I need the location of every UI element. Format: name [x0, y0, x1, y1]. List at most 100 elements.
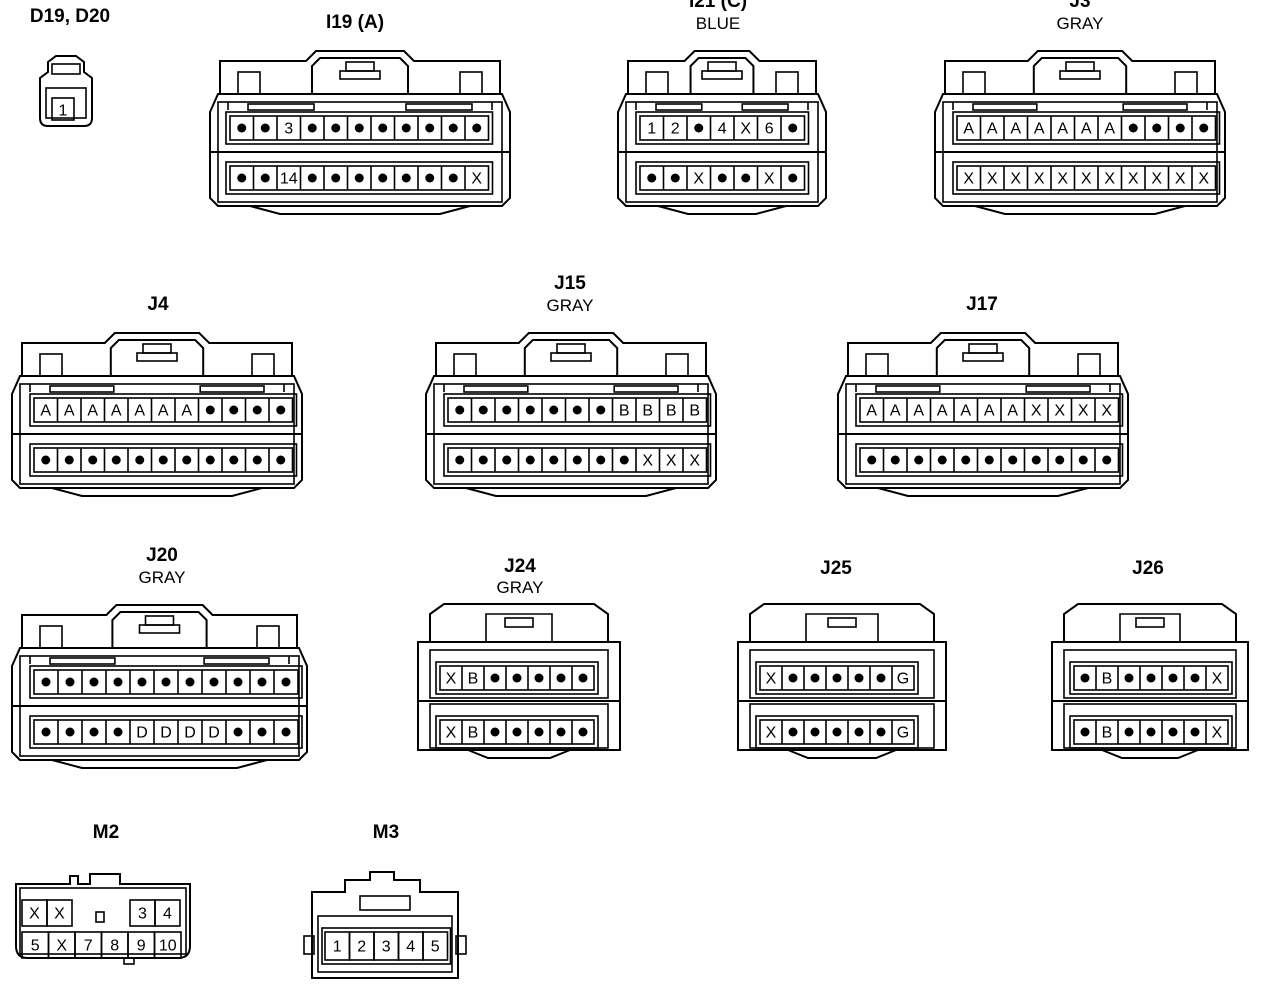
- pin-dot: [229, 405, 239, 415]
- connector-title: D19, D20: [30, 6, 110, 27]
- pin-dot: [1168, 673, 1178, 683]
- pin-dot: [534, 727, 544, 737]
- pin-label: A: [1104, 121, 1115, 138]
- connector-title: J15: [554, 273, 586, 294]
- pin-dot: [1175, 123, 1185, 133]
- pin-label: X: [1054, 403, 1065, 420]
- pin-label: 3: [284, 121, 293, 138]
- pin-label: B: [1102, 671, 1113, 688]
- pin-label: 1: [59, 103, 68, 120]
- pin-dot: [260, 123, 270, 133]
- pin-label: X: [1212, 671, 1223, 688]
- pin-label: A: [1034, 121, 1045, 138]
- pin-label: A: [1007, 403, 1018, 420]
- pin-label: X: [766, 725, 777, 742]
- pin-dot: [1190, 673, 1200, 683]
- pin-label: 2: [357, 939, 366, 956]
- pin-dot: [741, 173, 751, 183]
- pin-dot: [1008, 455, 1018, 465]
- pin-label: D: [208, 725, 220, 742]
- pin-label: 9: [137, 938, 146, 955]
- pin-dot: [1146, 673, 1156, 683]
- pin-label: A: [64, 403, 75, 420]
- pin-dot: [937, 455, 947, 465]
- pin-label: X: [56, 938, 67, 955]
- pin-dot: [1124, 673, 1134, 683]
- pin-label: 3: [138, 906, 147, 923]
- connector-d19-d20: D19, D20 1: [30, 6, 110, 127]
- pin-dot: [1031, 455, 1041, 465]
- pin-label: A: [1010, 121, 1021, 138]
- pin-dot: [572, 405, 582, 415]
- pin-label: X: [963, 171, 974, 188]
- pin-label: X: [1151, 171, 1162, 188]
- pin-label: A: [890, 403, 901, 420]
- pin-dot: [65, 727, 75, 737]
- connector-title: M3: [373, 822, 399, 843]
- pin-dot: [276, 405, 286, 415]
- pin-dot: [237, 123, 247, 133]
- pin-label: G: [897, 671, 909, 688]
- pin-dot: [549, 455, 559, 465]
- pin-label: A: [1081, 121, 1092, 138]
- pin-dot: [233, 727, 243, 737]
- pin-dot: [113, 677, 123, 687]
- pin-dot: [572, 455, 582, 465]
- pin-dot: [205, 405, 215, 415]
- pin-label: X: [1101, 403, 1112, 420]
- pin-dot: [89, 677, 99, 687]
- pin-dot: [448, 173, 458, 183]
- pin-dot: [1168, 727, 1178, 737]
- connector-title: J20: [146, 545, 178, 566]
- pin-label: X: [1175, 171, 1186, 188]
- pin-dot: [512, 727, 522, 737]
- pin-dot: [490, 673, 500, 683]
- pin-label: X: [54, 906, 65, 923]
- pin-dot: [788, 727, 798, 737]
- pin-dot: [307, 123, 317, 133]
- pin-dot: [378, 123, 388, 133]
- pin-dot: [525, 405, 535, 415]
- pin-dot: [182, 455, 192, 465]
- pin-dot: [854, 673, 864, 683]
- pin-dot: [354, 173, 364, 183]
- pin-label: A: [937, 403, 948, 420]
- pin-dot: [810, 727, 820, 737]
- pin-dot: [810, 673, 820, 683]
- pin-dot: [502, 405, 512, 415]
- pin-dot: [914, 455, 924, 465]
- pin-label: X: [1212, 725, 1223, 742]
- pin-dot: [578, 673, 588, 683]
- pin-dot: [229, 455, 239, 465]
- pin-dot: [425, 123, 435, 133]
- pin-dot: [490, 727, 500, 737]
- pin-label: 2: [671, 121, 680, 138]
- pin-dot: [578, 727, 588, 737]
- pin-dot: [788, 123, 798, 133]
- pin-dot: [854, 727, 864, 737]
- pin-dot: [876, 727, 886, 737]
- pin-dot: [1128, 123, 1138, 133]
- pin-dot: [512, 673, 522, 683]
- pin-label: X: [987, 171, 998, 188]
- pin-label: A: [866, 403, 877, 420]
- pin-dot: [331, 123, 341, 133]
- pin-dot: [41, 455, 51, 465]
- pin-dot: [670, 173, 680, 183]
- pin-dot: [556, 727, 566, 737]
- pin-dot: [137, 677, 147, 687]
- pin-dot: [788, 173, 798, 183]
- pin-label: X: [764, 171, 775, 188]
- pin-dot: [867, 455, 877, 465]
- pin-dot: [1080, 727, 1090, 737]
- pin-dot: [984, 455, 994, 465]
- pin-label: 1: [333, 939, 342, 956]
- pin-dot: [1080, 673, 1090, 683]
- pin-dot: [425, 173, 435, 183]
- connector-title: J3: [1069, 0, 1090, 12]
- pin-label: X: [446, 671, 457, 688]
